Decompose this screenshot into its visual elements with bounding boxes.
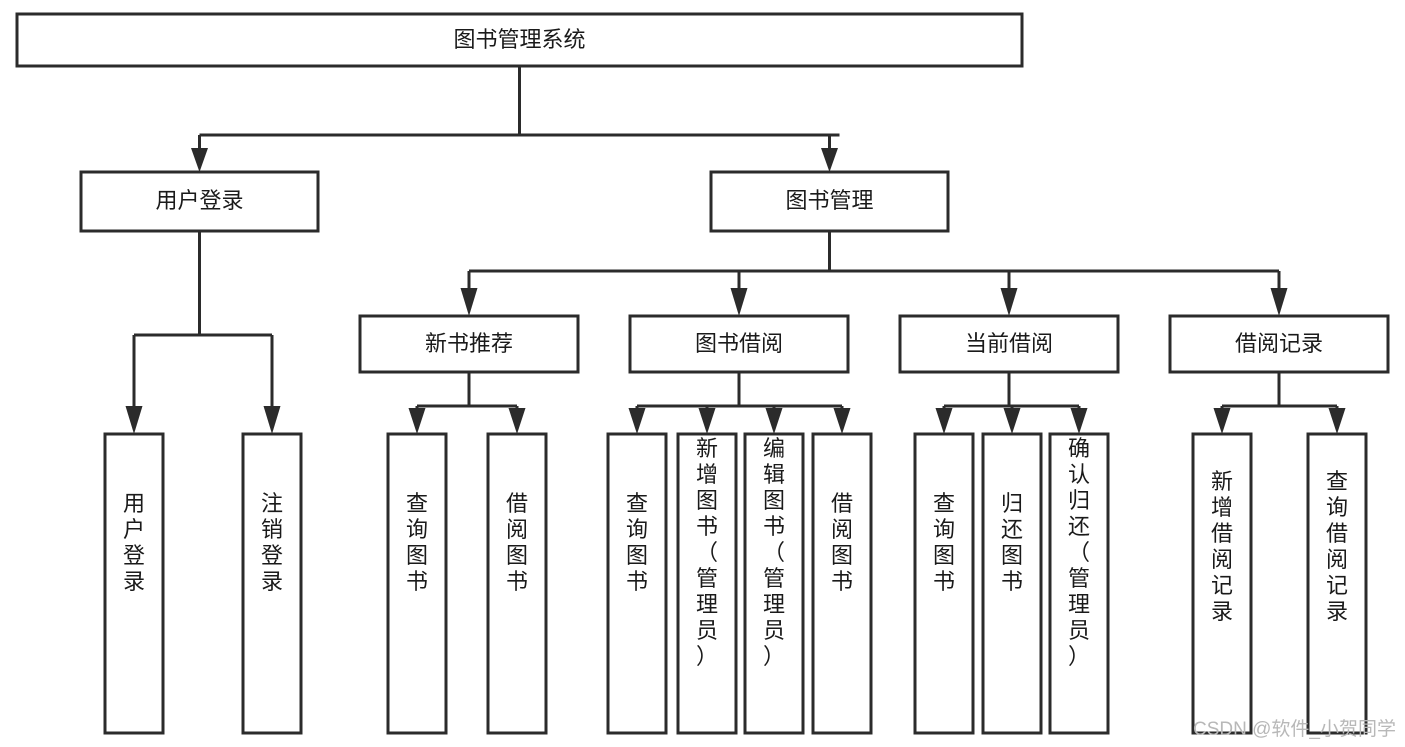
node-new-book-recommend-box[interactable] <box>358 314 580 374</box>
node-leaf-user-login-box[interactable] <box>103 432 165 735</box>
arrow-to-current-borrow-icon <box>1000 288 1018 316</box>
node-current-borrow-box[interactable] <box>898 314 1120 374</box>
node-leaf-query-book-rec[interactable]: 查询图书 <box>386 432 448 735</box>
node-root-box[interactable] <box>15 12 1024 68</box>
node-leaf-user-login[interactable]: 用户登录 <box>103 432 165 735</box>
node-leaf-query-book-rec-label: 查询图书 <box>406 491 428 594</box>
node-leaf-logout-box[interactable] <box>241 432 303 735</box>
node-leaf-add-book-label: 新增图书（管理员） <box>696 436 718 669</box>
node-leaf-confirm-return[interactable]: 确认归还（管理员） <box>1048 432 1110 735</box>
node-leaf-query-book-cur-box[interactable] <box>913 432 975 735</box>
node-leaf-borrow-book-box[interactable] <box>811 432 873 735</box>
arrow-leaf-query-book-cur-icon <box>935 408 953 434</box>
arrow-leaf-confirm-return-icon <box>1070 408 1088 434</box>
node-book-borrow[interactable]: 图书借阅 <box>628 314 850 374</box>
edges-current-borrow-to-leaves <box>935 372 1088 434</box>
node-root[interactable]: 图书管理系统 <box>15 12 1024 68</box>
node-leaf-borrow-book[interactable]: 借阅图书 <box>811 432 873 735</box>
arrow-leaf-logout-icon <box>263 406 281 434</box>
node-leaf-logout-label: 注销登录 <box>261 491 283 594</box>
arrow-to-new-book-recommend-icon <box>460 288 478 316</box>
node-leaf-query-record-box[interactable] <box>1306 432 1368 735</box>
node-leaf-query-book-cur-label: 查询图书 <box>933 491 955 594</box>
node-leaf-add-book[interactable]: 新增图书（管理员） <box>676 432 738 735</box>
arrow-leaf-edit-book-icon <box>765 408 783 434</box>
edges-book-manage-to-level3 <box>460 231 1288 316</box>
node-leaf-confirm-return-label: 确认归还（管理员） <box>1068 436 1090 669</box>
node-leaf-add-record-label: 新增借阅记录 <box>1211 469 1233 624</box>
node-borrow-record[interactable]: 借阅记录 <box>1168 314 1390 374</box>
edges-new-book-recommend-to-leaves <box>408 372 526 434</box>
node-leaf-logout[interactable]: 注销登录 <box>241 432 303 735</box>
arrow-leaf-user-login-icon <box>125 406 143 434</box>
node-user-login-box[interactable] <box>79 170 320 233</box>
node-leaf-query-book-rec-box[interactable] <box>386 432 448 735</box>
node-leaf-query-book-borrow-box[interactable] <box>606 432 668 735</box>
node-new-book-recommend[interactable]: 新书推荐 <box>358 314 580 374</box>
arrow-to-book-manage-icon <box>821 148 838 172</box>
node-book-borrow-box[interactable] <box>628 314 850 374</box>
node-leaf-edit-book-box[interactable] <box>743 432 805 735</box>
arrow-leaf-borrow-book-icon <box>833 408 851 434</box>
node-user-login-label: 用户登录 <box>155 188 243 213</box>
node-new-book-recommend-label: 新书推荐 <box>425 331 513 356</box>
node-leaf-borrow-book-rec[interactable]: 借阅图书 <box>486 432 548 735</box>
node-leaf-user-login-label: 用户登录 <box>123 491 145 594</box>
node-leaf-return-book[interactable]: 归还图书 <box>981 432 1043 735</box>
node-leaf-query-book-borrow-label: 查询图书 <box>626 491 648 594</box>
node-current-borrow-label: 当前借阅 <box>965 331 1053 356</box>
edges-book-borrow-to-leaves <box>628 372 851 434</box>
edges-root-to-level2 <box>191 66 840 172</box>
node-root-label: 图书管理系统 <box>453 27 585 52</box>
edges-user-login-to-leaves <box>125 231 281 434</box>
arrow-leaf-add-book-icon <box>698 408 716 434</box>
node-leaf-query-book-borrow[interactable]: 查询图书 <box>606 432 668 735</box>
arrow-leaf-query-book-borrow-icon <box>628 408 646 434</box>
arrow-to-book-borrow-icon <box>730 288 748 316</box>
arrow-to-user-login-icon <box>191 148 208 172</box>
node-leaf-edit-book[interactable]: 编辑图书（管理员） <box>743 432 805 735</box>
node-leaf-confirm-return-box[interactable] <box>1048 432 1110 735</box>
node-book-manage[interactable]: 图书管理 <box>709 170 950 233</box>
node-book-manage-label: 图书管理 <box>785 188 873 213</box>
edges-borrow-record-to-leaves <box>1213 372 1346 434</box>
arrow-leaf-return-book-icon <box>1003 408 1021 434</box>
watermark-label: CSDN @软件_小贺同学 <box>1193 718 1396 740</box>
node-leaf-return-book-box[interactable] <box>981 432 1043 735</box>
node-leaf-add-record-box[interactable] <box>1191 432 1253 735</box>
arrow-to-borrow-record-icon <box>1270 288 1288 316</box>
node-user-login[interactable]: 用户登录 <box>79 170 320 233</box>
arrow-leaf-borrow-book-rec-icon <box>508 408 526 434</box>
node-leaf-add-book-box[interactable] <box>676 432 738 735</box>
node-leaf-query-record-label: 查询借阅记录 <box>1326 469 1348 624</box>
node-leaf-borrow-book-label: 借阅图书 <box>831 491 853 594</box>
arrow-leaf-add-record-icon <box>1213 408 1231 434</box>
node-borrow-record-box[interactable] <box>1168 314 1390 374</box>
node-leaf-add-record[interactable]: 新增借阅记录 <box>1191 432 1253 735</box>
arrow-leaf-query-book-rec-icon <box>408 408 426 434</box>
node-leaf-borrow-book-rec-box[interactable] <box>486 432 548 735</box>
node-leaf-return-book-label: 归还图书 <box>1001 491 1023 594</box>
node-borrow-record-label: 借阅记录 <box>1235 331 1323 356</box>
node-current-borrow[interactable]: 当前借阅 <box>898 314 1120 374</box>
node-book-manage-box[interactable] <box>709 170 950 233</box>
node-leaf-edit-book-label: 编辑图书（管理员） <box>763 436 785 669</box>
node-leaf-query-book-cur[interactable]: 查询图书 <box>913 432 975 735</box>
node-leaf-query-record[interactable]: 查询借阅记录 <box>1306 432 1368 735</box>
arrow-leaf-query-record-icon <box>1328 408 1346 434</box>
node-book-borrow-label: 图书借阅 <box>695 331 783 356</box>
node-leaf-borrow-book-rec-label: 借阅图书 <box>506 491 528 594</box>
